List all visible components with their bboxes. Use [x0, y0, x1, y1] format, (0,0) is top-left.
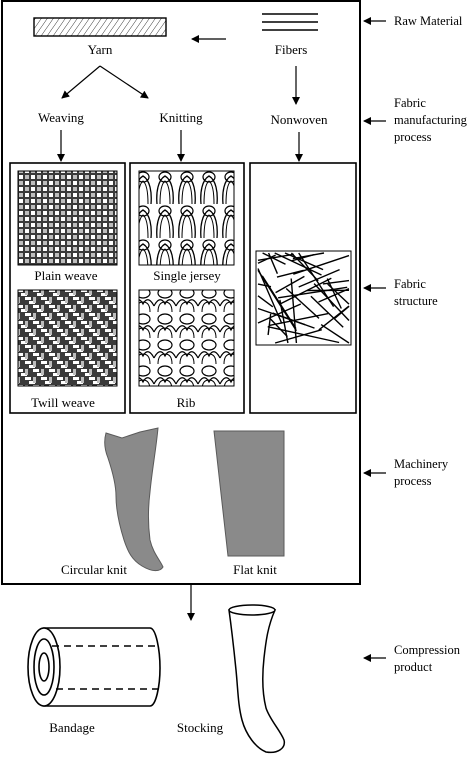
bandage-label: Bandage [49, 720, 95, 735]
flat-knit-label: Flat knit [233, 562, 277, 577]
nonwoven-fiber [267, 326, 340, 344]
knitting-structure-box [129, 162, 245, 414]
nonwoven-fiber [313, 283, 350, 321]
nonwoven-fiber [257, 295, 274, 308]
side-label-fabric-manufacturing-process: Fabric manufacturing process [394, 96, 470, 144]
circular-knit-label: Circular knit [61, 562, 127, 577]
knitting-label: Knitting [159, 110, 203, 125]
nonwoven-fiber [298, 268, 340, 288]
twill-weave-label: Twill weave [31, 395, 95, 410]
nonwoven-fiber [274, 252, 322, 276]
plain-weave-label: Plain weave [34, 268, 97, 283]
rib-swatch [138, 289, 235, 387]
nonwoven-fiber [322, 279, 350, 285]
side-label-fabric-structure: Fabric structure [394, 277, 438, 308]
weaving-label: Weaving [38, 110, 84, 125]
nonwoven-structure-box [249, 162, 357, 414]
fibers-label: Fibers [275, 42, 308, 57]
nonwoven-fiber [276, 269, 304, 278]
arrow-yarn-to-knitting [99, 65, 149, 99]
single-jersey-swatch [138, 170, 235, 266]
nonwoven-label: Nonwoven [270, 112, 328, 127]
nonwoven-fiber [274, 329, 322, 344]
side-label-compression-product: Compression product [394, 643, 463, 674]
nonwoven-fiber [291, 253, 315, 262]
fibers-icon [262, 13, 318, 31]
nonwoven-fiber [310, 295, 344, 328]
nonwoven-fiber [257, 269, 297, 332]
nonwoven-fiber [280, 277, 332, 305]
plain-weave-swatch [17, 170, 118, 266]
side-label-machinery-process: Machinery process [394, 457, 451, 488]
nonwoven-fiber [267, 313, 272, 336]
arrow-yarn-to-weaving [61, 65, 101, 99]
nonwoven-fiber [320, 324, 350, 344]
nonwoven-fiber [262, 252, 286, 265]
stocking-label: Stocking [177, 720, 224, 735]
weaving-structure-box [9, 162, 126, 414]
nonwoven-swatch [255, 250, 352, 346]
circular-knit-garment-icon [104, 427, 164, 572]
main-frame [1, 0, 361, 585]
yarn-label: Yarn [88, 42, 113, 57]
side-label-raw-material: Raw Material [394, 14, 463, 28]
nonwoven-fiber [267, 252, 279, 274]
nonwoven-fiber [334, 305, 350, 319]
nonwoven-fiber [327, 283, 350, 305]
twill-weave-swatch [17, 289, 118, 387]
nonwoven-fiber [272, 312, 315, 329]
nonwoven-fiber [257, 254, 276, 264]
nonwoven-fiber [326, 278, 342, 309]
nonwoven-fiber [290, 252, 319, 282]
nonwoven-fiber [275, 275, 305, 294]
nonwoven-fiber [269, 318, 288, 338]
rib-label: Rib [177, 395, 196, 410]
stocking-icon [228, 604, 286, 754]
bandage-icon [27, 627, 161, 707]
nonwoven-fiber [257, 253, 294, 261]
single-jersey-label: Single jersey [153, 268, 221, 283]
nonwoven-fiber [277, 286, 348, 299]
nonwoven-fiber [285, 287, 320, 319]
nonwoven-fiber [269, 312, 329, 326]
yarn-icon [33, 17, 167, 37]
flat-knit-panel-icon [213, 430, 285, 557]
